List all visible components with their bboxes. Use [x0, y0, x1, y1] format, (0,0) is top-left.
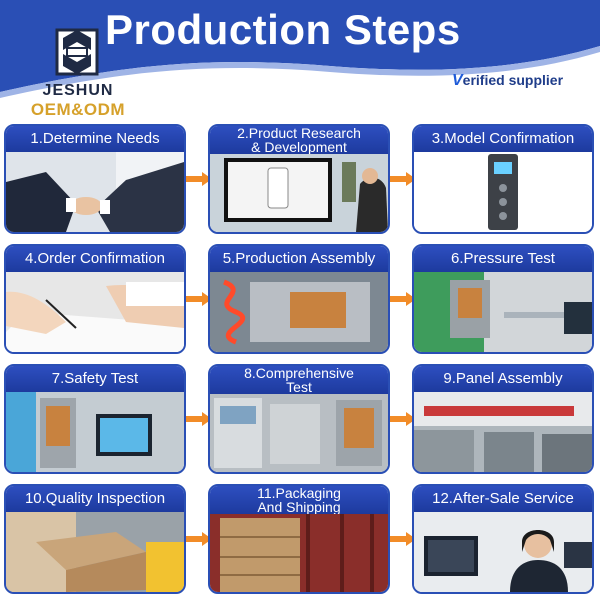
step-card-9: 9.Panel Assembly: [412, 364, 594, 474]
step-title-12: 12.After-Sale Service: [414, 486, 592, 512]
pressure-test-image: [414, 272, 592, 352]
step-card-1: 1.Determine Needs: [4, 124, 186, 234]
step-title-3: 3.Model Confirmation: [414, 126, 592, 152]
step-image-4: [6, 272, 184, 352]
verified-v: V: [452, 72, 463, 89]
quality-inspection-image: [6, 512, 184, 592]
arrow-right-icon: [186, 412, 212, 426]
step-card-4: 4.Order Confirmation: [4, 244, 186, 354]
step-card-3: 3.Model Confirmation: [412, 124, 594, 234]
step-title-6: 6.Pressure Test: [414, 246, 592, 272]
verified-supplier-badge: Verified supplier: [452, 72, 563, 90]
comprehensive-test-image: [210, 394, 388, 472]
panel-assembly-image: [414, 392, 592, 472]
step-card-6: 6.Pressure Test: [412, 244, 594, 354]
arrow-right-icon: [186, 292, 212, 306]
step-image-11: [210, 514, 388, 592]
customer-service-image: [414, 512, 592, 592]
step-card-12: 12.After-Sale Service: [412, 484, 594, 594]
step-title-1: 1.Determine Needs: [6, 126, 184, 152]
safety-test-image: [6, 392, 184, 472]
verified-rest: erified supplier: [462, 72, 564, 88]
step-image-3: [414, 152, 592, 232]
step-title-2-line1: 2.Product Research: [237, 126, 361, 141]
page-title: Production Steps: [105, 6, 461, 53]
step-image-5: [210, 272, 388, 352]
step-image-6: [414, 272, 592, 352]
step-title-2-line2: & Development: [251, 139, 347, 154]
step-image-2: [210, 154, 388, 232]
step-title-11-line1: 11.Packaging: [257, 486, 341, 501]
logo-sub: OEM&ODM: [30, 100, 126, 119]
step-image-8: [210, 394, 388, 472]
step-image-7: [6, 392, 184, 472]
research-image: [210, 154, 388, 232]
arrow-right-icon: [186, 532, 212, 546]
water-heater-image: [414, 152, 592, 232]
step-card-7: 7.Safety Test: [4, 364, 186, 474]
handshake-image: [6, 152, 184, 232]
step-image-12: [414, 512, 592, 592]
arrow-right-icon: [390, 292, 416, 306]
header-wave-background: [0, 0, 600, 98]
step-card-10: 10.Quality Inspection: [4, 484, 186, 594]
step-image-9: [414, 392, 592, 472]
order-signing-image: [6, 272, 184, 352]
assembly-image: [210, 272, 388, 352]
step-image-10: [6, 512, 184, 592]
logo-mark-icon: [55, 28, 99, 76]
step-title-11-line2: And Shipping: [257, 499, 341, 514]
step-title-4: 4.Order Confirmation: [6, 246, 184, 272]
arrow-right-icon: [186, 172, 212, 186]
step-title-10: 10.Quality Inspection: [6, 486, 184, 512]
step-title-8-line1: 8.Comprehensive: [244, 366, 354, 381]
arrow-right-icon: [390, 412, 416, 426]
step-card-5: 5.Production Assembly: [208, 244, 390, 354]
header: Production Steps JESHUN OEM&ODM Verified…: [0, 0, 600, 119]
step-title-8-line2: Test: [286, 379, 312, 394]
logo-name: JESHUN: [42, 82, 114, 99]
arrow-right-icon: [390, 532, 416, 546]
step-card-2: 2.Product Research& Development: [208, 124, 390, 234]
step-title-5: 5.Production Assembly: [210, 246, 388, 272]
step-title-7: 7.Safety Test: [6, 366, 184, 392]
arrow-right-icon: [390, 172, 416, 186]
step-image-1: [6, 152, 184, 232]
step-title-9: 9.Panel Assembly: [414, 366, 592, 392]
step-title-2: 2.Product Research& Development: [210, 126, 388, 154]
brand-logo: JESHUN OEM&ODM: [8, 26, 148, 119]
shipping-container-image: [210, 514, 388, 592]
